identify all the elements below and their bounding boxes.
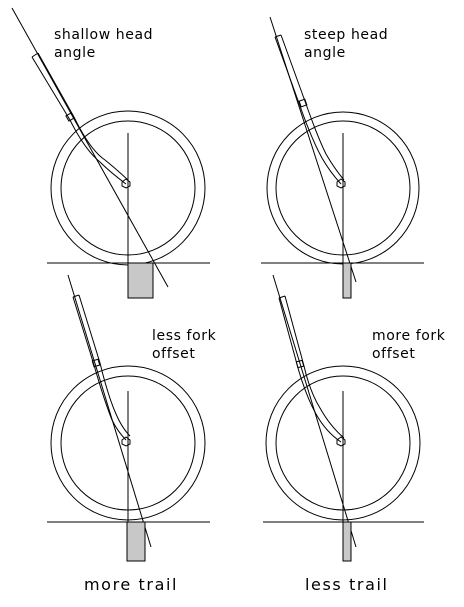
fork bbox=[31, 52, 129, 185]
panel-label-line2: angle bbox=[54, 45, 96, 61]
fork bbox=[278, 295, 345, 443]
trail-bar bbox=[342, 521, 352, 562]
panel-label-line1: shallow head bbox=[54, 27, 153, 43]
panel-label-line1: more fork bbox=[372, 328, 446, 344]
axle-icon bbox=[121, 178, 131, 189]
axle-icon bbox=[336, 436, 346, 447]
trail-bar bbox=[342, 262, 352, 299]
axle-icon bbox=[336, 178, 346, 189]
panel-steep-head-angle: steep head angle bbox=[261, 16, 424, 299]
fork bbox=[72, 294, 131, 441]
panel-more-fork-offset: more fork offset bbox=[263, 274, 446, 562]
steering-axis-line bbox=[269, 16, 357, 283]
trail-bar bbox=[127, 262, 154, 299]
panel-less-fork-offset: less fork offset bbox=[47, 274, 217, 562]
fork bbox=[274, 34, 345, 185]
panel-label-line1: less fork bbox=[152, 328, 217, 344]
trail-bar bbox=[126, 521, 146, 562]
axle-icon bbox=[121, 436, 131, 447]
caption-less-trail: less trail bbox=[305, 575, 389, 594]
steering-axis-line bbox=[11, 7, 169, 288]
panel-label-line1: steep head bbox=[304, 27, 388, 43]
caption-more-trail: more trail bbox=[84, 575, 178, 594]
panel-label-line2: offset bbox=[372, 346, 415, 362]
panel-label-line2: offset bbox=[152, 346, 195, 362]
panel-label-line2: angle bbox=[304, 45, 346, 61]
panel-shallow-head-angle: shallow head angle bbox=[11, 7, 210, 299]
steering-axis-line bbox=[67, 274, 152, 548]
